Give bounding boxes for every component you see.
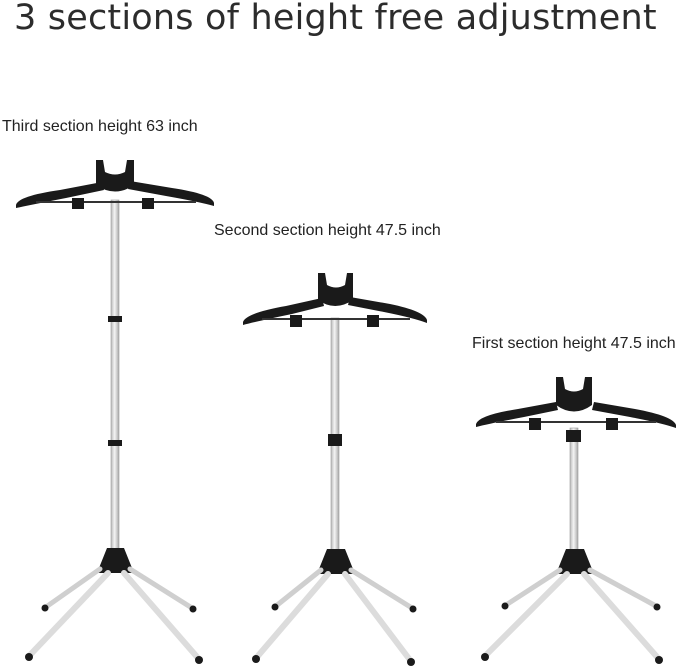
tripod-base — [97, 548, 134, 573]
pole — [110, 199, 120, 553]
stand-third-section — [16, 160, 214, 664]
height-lock-clip — [328, 434, 342, 446]
hanger-arm-right — [348, 297, 427, 323]
hanger-head — [318, 273, 353, 306]
hanger-crossbar — [262, 318, 410, 320]
hanger-arm-right — [592, 402, 676, 428]
hanger-head — [556, 377, 592, 412]
hanger-crossbar — [36, 201, 196, 203]
height-lock-clip — [566, 430, 581, 442]
hanger-clip — [142, 198, 154, 209]
hanger-arm-right — [128, 181, 214, 206]
second-section-label: Second section height 47.5 inch — [214, 222, 441, 239]
first-section-label: First section height 47.5 inch — [472, 335, 676, 352]
tripod-base — [556, 549, 594, 574]
hanger-clip — [290, 315, 302, 327]
hanger-arm-left — [16, 182, 104, 208]
hanger-arm-left — [476, 402, 558, 427]
hanger-clip — [367, 315, 379, 327]
third-section-label: Third section height 63 inch — [2, 118, 198, 135]
hanger-clip — [606, 418, 618, 430]
hanger-crossbar — [496, 421, 656, 423]
pole — [569, 427, 579, 553]
stand-first-section — [476, 377, 676, 664]
height-lock-clip — [108, 440, 122, 446]
page-title: 3 sections of height free adjustment — [14, 0, 657, 38]
hanger-clip — [529, 418, 541, 430]
hanger-clip — [72, 198, 84, 209]
tripod-base — [317, 549, 355, 574]
stand-second-section — [243, 273, 427, 666]
hanger-arm-left — [243, 298, 324, 325]
hanger-head — [96, 160, 134, 192]
height-lock-clip — [108, 316, 122, 322]
